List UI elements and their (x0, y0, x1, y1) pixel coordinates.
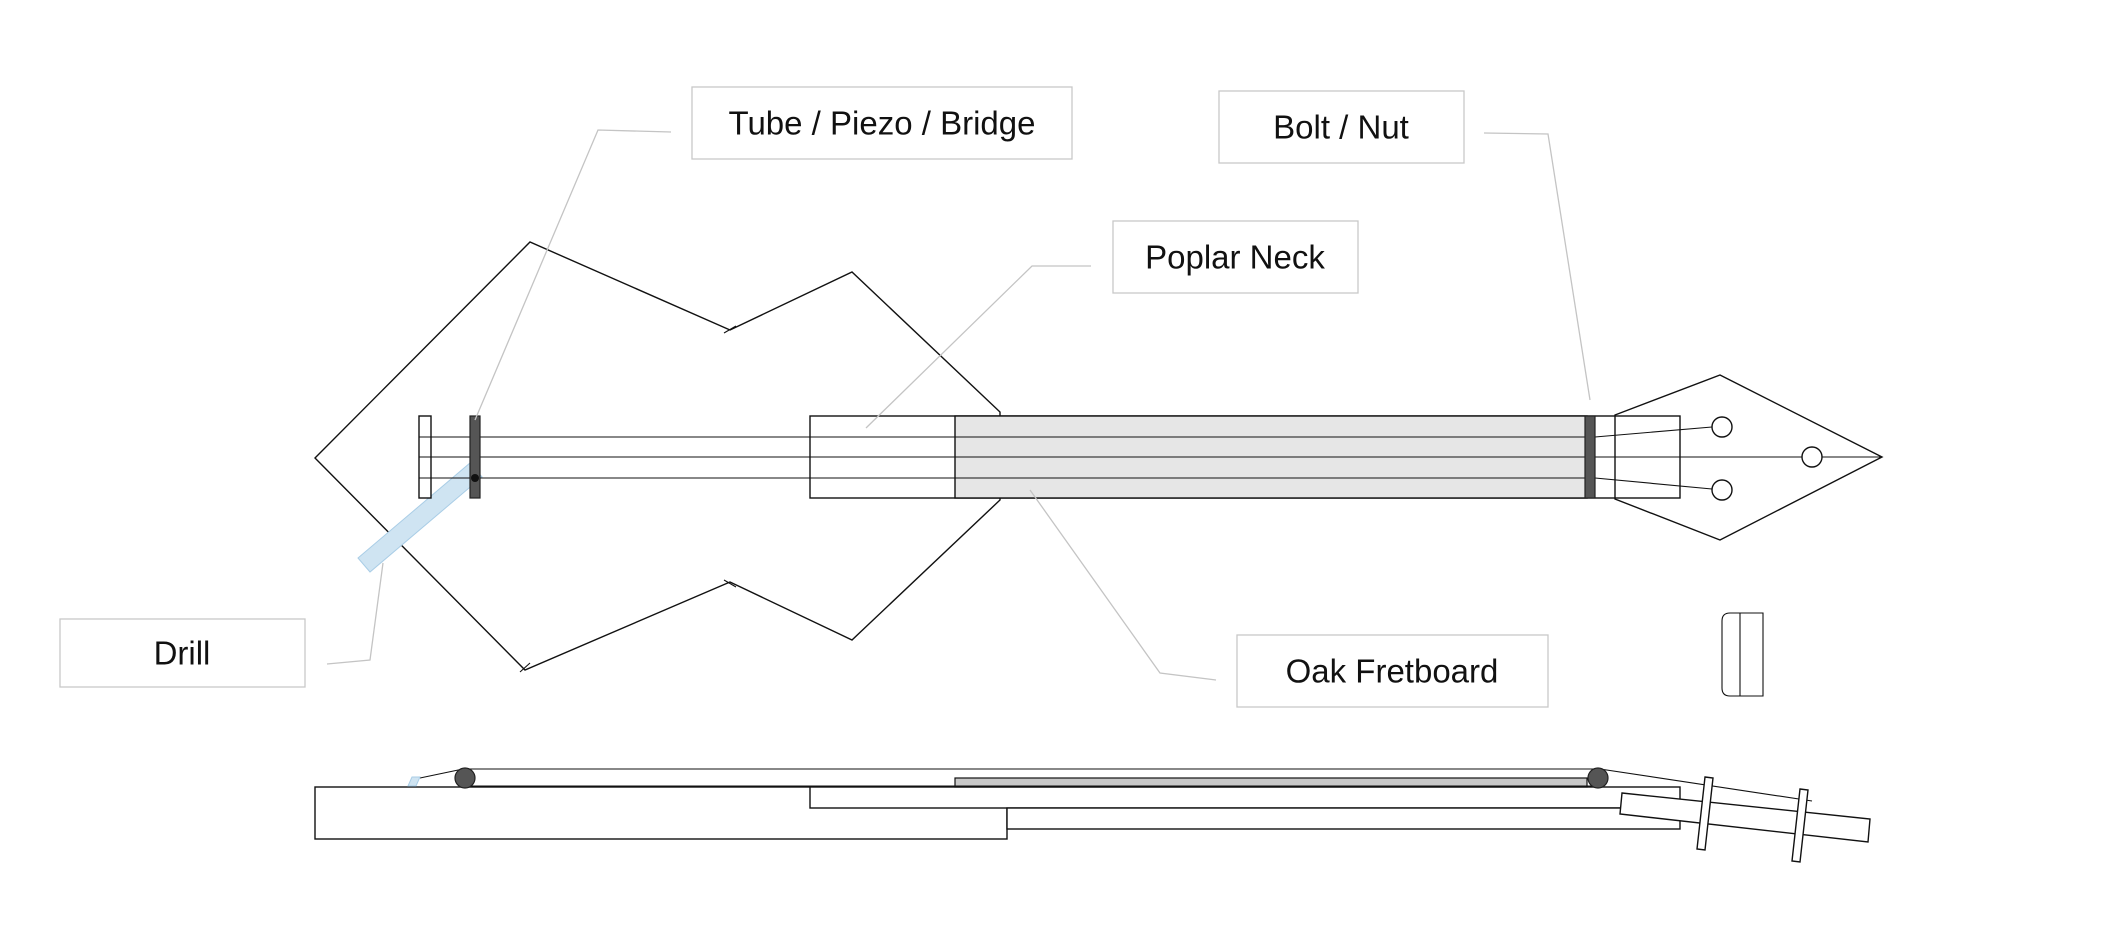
side-nut (1587, 767, 1609, 789)
side-tuning-post-2 (1791, 788, 1809, 863)
string-top-to-peg (1594, 426, 1713, 438)
leader-tube-piezo-bridge (474, 129, 672, 421)
label-oak-fretboard: Oak Fretboard (1286, 653, 1499, 690)
bridge-tube (469, 415, 481, 499)
body-notch-top (723, 325, 737, 334)
headstock (1614, 374, 1884, 541)
callout-poplar-neck: Poplar Neck (1112, 220, 1359, 294)
side-tuning-post-1 (1696, 776, 1714, 851)
nut-bolt (1584, 415, 1596, 499)
string-bottom-to-peg (1594, 477, 1713, 490)
side-view (314, 767, 1871, 863)
callout-bolt-nut: Bolt / Nut (1218, 90, 1465, 164)
side-neck-lower (1006, 807, 1681, 830)
callout-drill: Drill (59, 618, 306, 688)
side-fretboard (954, 777, 1588, 788)
label-bolt-nut: Bolt / Nut (1273, 109, 1409, 146)
label-drill: Drill (154, 635, 211, 672)
side-string-tail (419, 768, 464, 779)
leader-oak-fretboard (1029, 489, 1217, 681)
leader-poplar-neck (865, 265, 1091, 429)
leader-bolt-nut (1483, 132, 1591, 401)
side-bridge (454, 767, 476, 789)
label-tube-piezo-bridge: Tube / Piezo / Bridge (729, 105, 1036, 142)
tuning-peg-top (1711, 416, 1733, 438)
drill-channel (357, 462, 483, 573)
piezo-dot (471, 474, 479, 482)
tuning-peg-bottom (1711, 479, 1733, 501)
body-notch-tail (519, 662, 531, 673)
side-drill (407, 776, 421, 787)
callout-oak-fretboard: Oak Fretboard (1236, 634, 1549, 708)
leader-drill (326, 562, 384, 665)
side-headstock (1619, 792, 1871, 843)
top-view (314, 241, 1884, 673)
label-poplar-neck: Poplar Neck (1145, 239, 1325, 276)
callout-tube-piezo-bridge: Tube / Piezo / Bridge (691, 86, 1073, 160)
nut-end-view (1721, 612, 1764, 697)
side-neck (809, 786, 1681, 809)
body-notch-bottom (723, 579, 737, 588)
tuning-peg-tip (1801, 446, 1823, 468)
